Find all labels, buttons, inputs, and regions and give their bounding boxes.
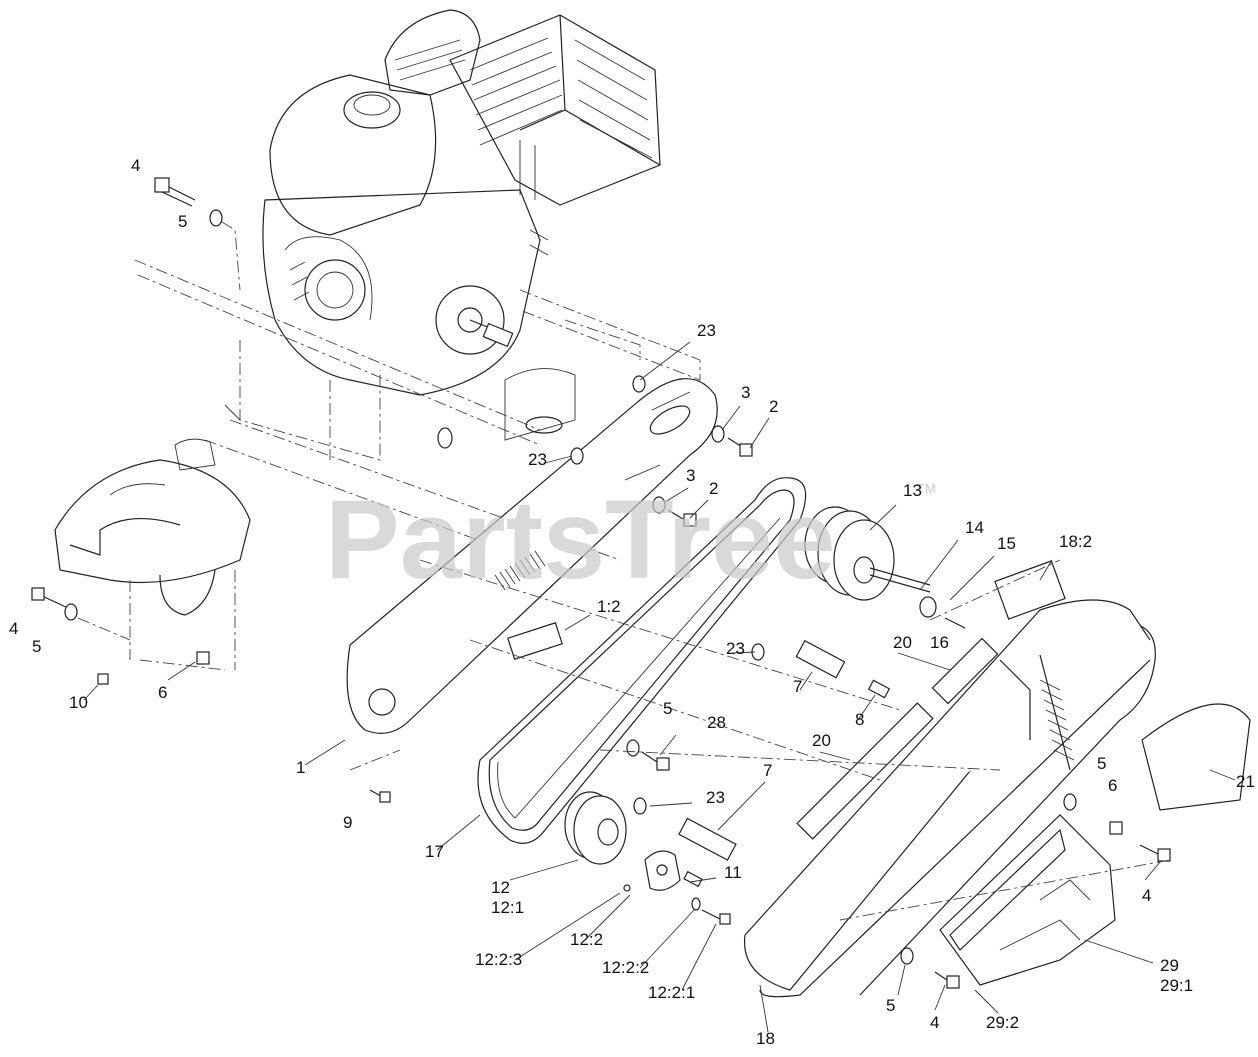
- callout-c23d: 23: [706, 788, 725, 807]
- engine-drawing: [262, 9, 661, 396]
- callout-c9: 9: [343, 813, 352, 832]
- callout-c1_2: 1:2: [597, 597, 621, 616]
- watermark-trademark: TM: [917, 481, 936, 496]
- callout-c17: 17: [425, 842, 444, 861]
- callout-c3a: 3: [741, 383, 750, 402]
- callout-c11: 11: [724, 863, 742, 882]
- callout-c5e: 5: [886, 996, 895, 1015]
- callout-c18: 18: [756, 1029, 775, 1048]
- drive-pulley: [804, 506, 966, 629]
- callout-c20b: 20: [812, 731, 831, 750]
- callout-c5b: 5: [32, 637, 41, 656]
- callout-c12_2_2: 12:2:2: [602, 958, 649, 977]
- callout-c28: 28: [707, 713, 726, 732]
- leader-lines: [83, 341, 1236, 1033]
- callout-c12_2: 12:2: [570, 930, 603, 949]
- callout-c23a: 23: [697, 321, 716, 340]
- callout-c15: 15: [997, 534, 1016, 553]
- callout-c10: 10: [69, 693, 88, 712]
- callout-c13: 13: [903, 481, 922, 500]
- callout-c18_2: 18:2: [1059, 532, 1092, 551]
- callout-c12: 12: [491, 878, 510, 897]
- callout-c5c: 5: [663, 699, 672, 718]
- callout-c5a: 5: [178, 212, 187, 231]
- callout-c29: 29: [1160, 956, 1179, 975]
- callout-c4b: 4: [9, 619, 18, 638]
- callout-c20a: 20: [893, 633, 912, 652]
- callout-c14: 14: [965, 518, 984, 537]
- watermark-text: PartsTree: [325, 477, 836, 602]
- callout-c7a: 7: [793, 677, 802, 696]
- callout-c16: 16: [930, 633, 949, 652]
- callout-c2b: 2: [709, 479, 718, 498]
- callout-c6a: 6: [158, 683, 167, 702]
- callout-c29_2: 29:2: [986, 1013, 1019, 1032]
- bracket-assembly: [939, 814, 1116, 986]
- callout-c23b: 23: [528, 450, 547, 469]
- v-belt: [477, 477, 807, 844]
- callout-c12_1: 12:1: [491, 898, 524, 917]
- belt-guard-plate: [346, 378, 718, 734]
- callout-c21: 21: [1236, 772, 1255, 791]
- callout-c1: 1: [296, 758, 305, 777]
- callout-c12_2_3: 12:2:3: [475, 950, 522, 969]
- callout-c4a: 4: [131, 156, 140, 175]
- lower-pulley: [564, 791, 681, 891]
- callout-c4c: 4: [1142, 886, 1151, 905]
- callout-c4d: 4: [930, 1013, 939, 1032]
- callout-c8: 8: [855, 710, 864, 729]
- callout-c3b: 3: [686, 466, 695, 485]
- callout-c2a: 2: [769, 397, 778, 416]
- callout-c5d: 5: [1097, 754, 1106, 773]
- callout-c7b: 7: [763, 761, 772, 780]
- callout-c23c: 23: [726, 639, 745, 658]
- callout-c6b: 6: [1108, 776, 1117, 795]
- callout-c29_1: 29:1: [1160, 976, 1193, 995]
- callout-c12_2_1: 12:2:1: [648, 983, 695, 1002]
